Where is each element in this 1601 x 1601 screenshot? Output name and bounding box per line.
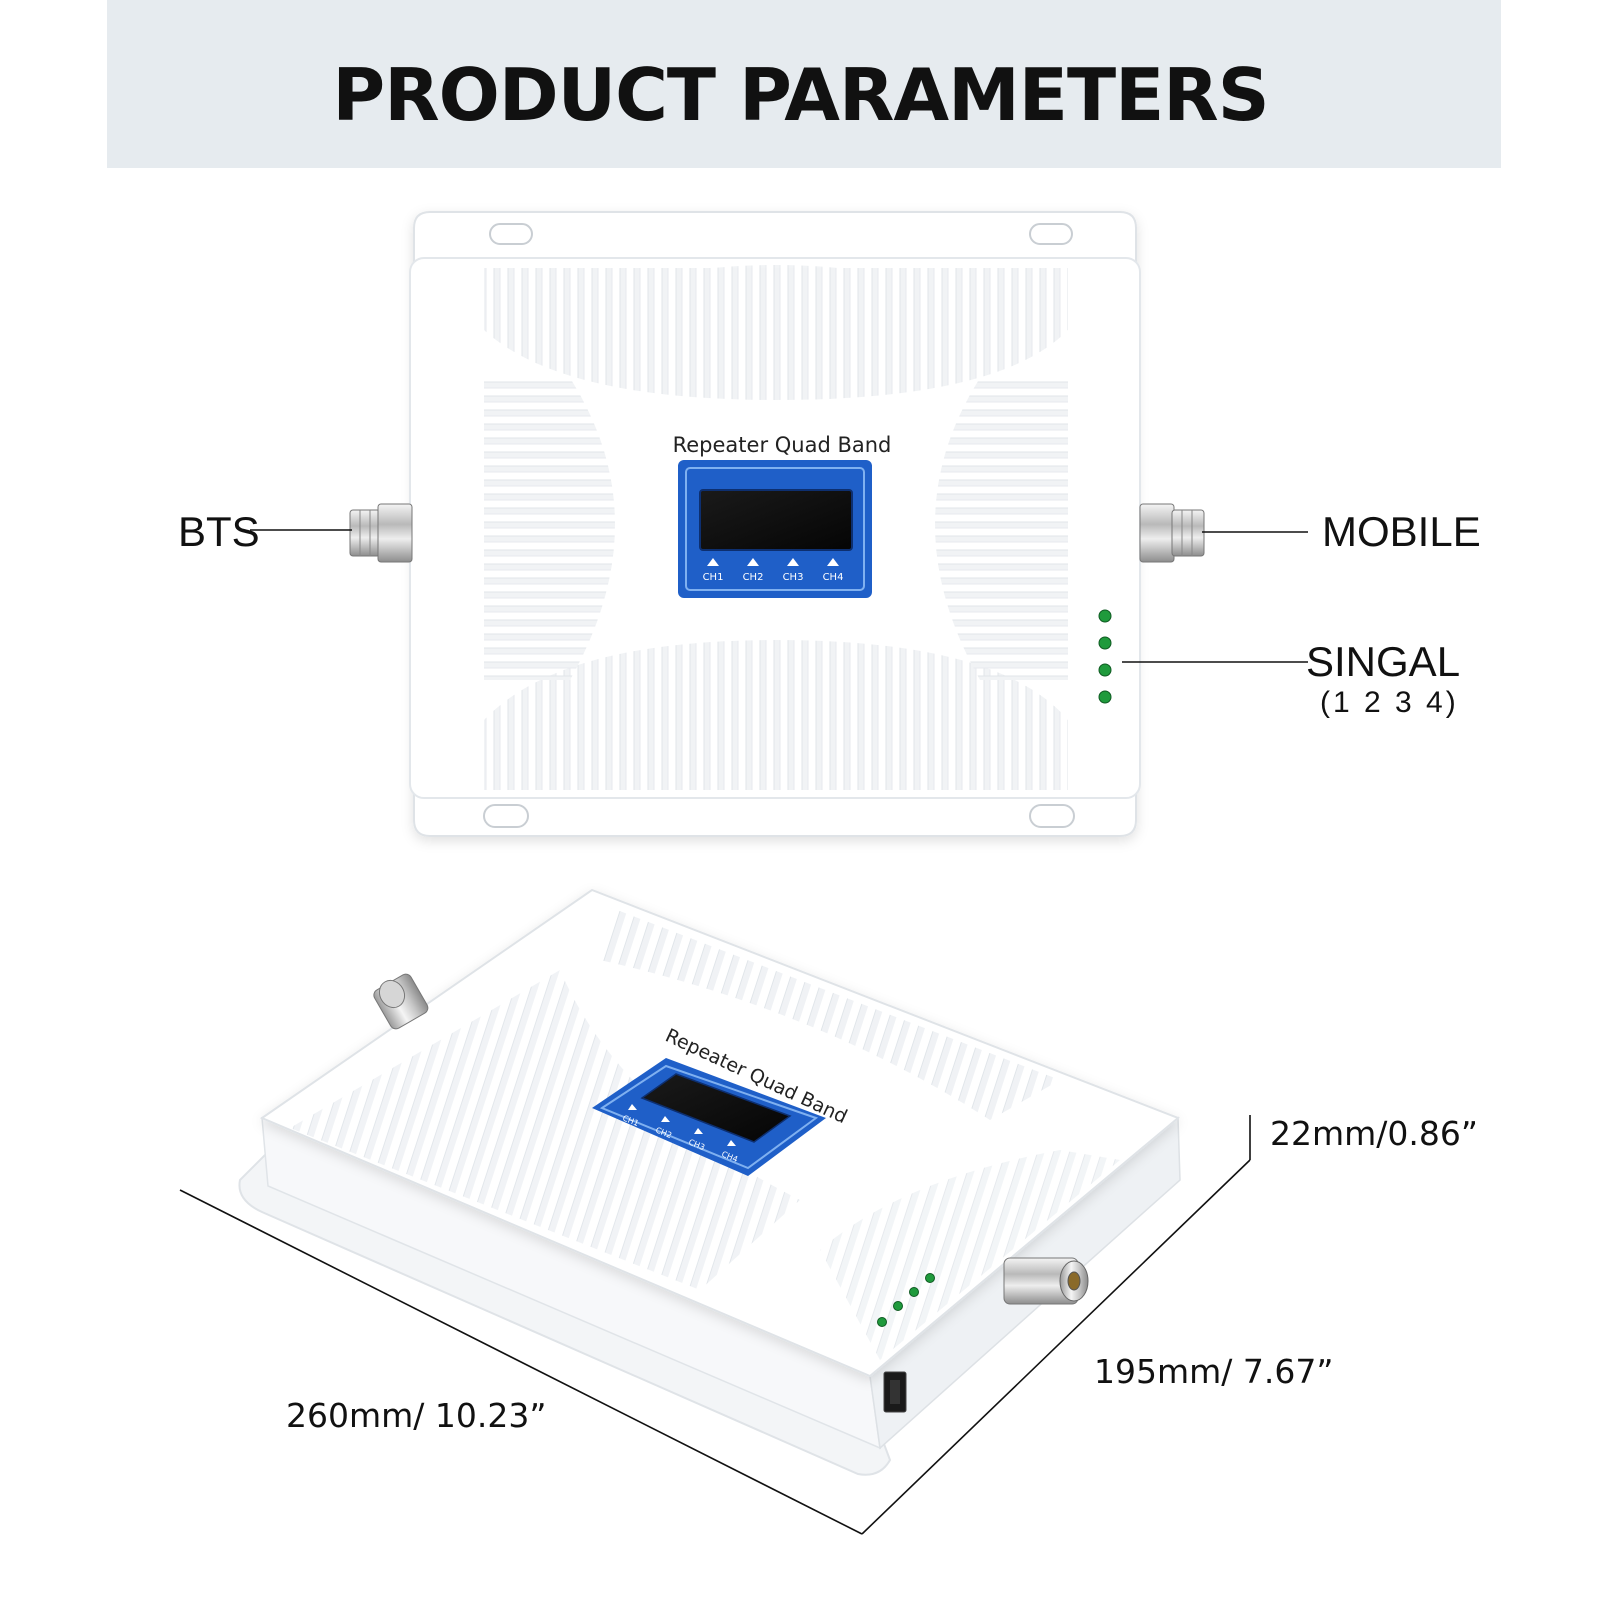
mobile-label: MOBILE	[1322, 508, 1481, 555]
bts-label: BTS	[178, 508, 260, 555]
channel-indicator-icons	[707, 558, 839, 566]
channel-label: CH3	[783, 572, 804, 583]
signal-label: SINGAL	[1306, 638, 1461, 685]
signal-led-icons	[877, 1273, 935, 1327]
power-jack-icon	[883, 1371, 907, 1413]
header-band	[107, 0, 1501, 168]
channel-label: CH4	[823, 572, 844, 583]
page-title: PRODUCT PARAMETERS	[332, 53, 1269, 137]
mobile-connector	[1139, 503, 1205, 563]
signal-led-icons	[1098, 609, 1112, 704]
isometric-device: Repeater Quad Band CH1 CH2 CH3 CH4	[238, 888, 1181, 1476]
dimension-lines	[179, 1115, 1251, 1535]
callout-lines	[250, 529, 1308, 663]
height-dimension: 22mm/0.86”	[1270, 1114, 1478, 1153]
panel-label: Repeater Quad Band	[673, 433, 892, 457]
width-dimension: 260mm/ 10.23”	[286, 1396, 547, 1435]
front-device: Repeater Quad Band CH1 CH2 CH3 CH4	[349, 211, 1205, 837]
lcd-display: CH1 CH2 CH3 CH4	[678, 460, 872, 598]
signal-sublabel: (1 2 3 4)	[1320, 686, 1459, 719]
lcd-display: CH1 CH2 CH3 CH4	[592, 1058, 826, 1176]
depth-dimension: 195mm/ 7.67”	[1094, 1352, 1334, 1391]
bts-connector	[373, 973, 429, 1030]
mounting-slot-icon	[483, 223, 1075, 828]
channel-label: CH2	[743, 572, 764, 583]
mobile-connector	[1003, 1257, 1089, 1305]
channel-label: CH1	[703, 572, 724, 583]
bts-connector	[349, 503, 413, 563]
